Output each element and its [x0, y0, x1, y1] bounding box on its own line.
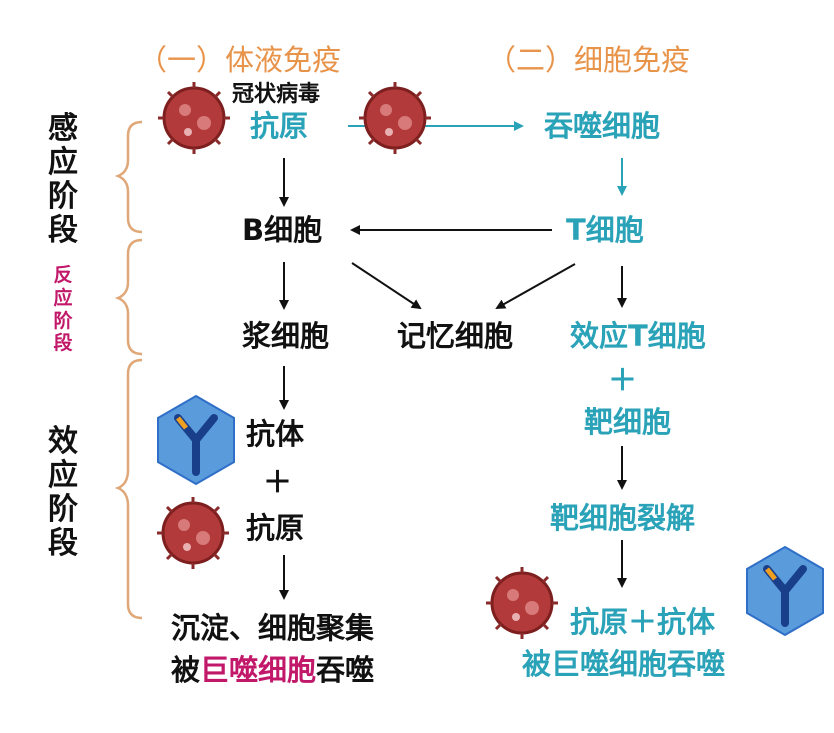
result-line2-macrophage: 巨噬细胞: [200, 653, 317, 687]
node-antibody: 抗体: [246, 417, 305, 451]
node-target-cell: 靶细胞: [584, 405, 672, 439]
node-plus-cellular: ＋: [608, 363, 638, 397]
brace-reaction: [114, 238, 143, 356]
node-b-cell: B细胞: [242, 213, 323, 247]
node-memory-cell: 记忆细胞: [397, 319, 514, 353]
result-line2-prefix: 被: [171, 653, 201, 687]
result-line1: 沉淀、细胞聚集: [171, 611, 375, 645]
antibody-icon: [746, 545, 824, 637]
phase-reaction: 反应阶段: [53, 264, 73, 355]
node-antigen2: 抗原: [246, 511, 305, 545]
virus-icon: [486, 567, 558, 639]
cellular-header: （二）细胞免疫: [487, 43, 691, 77]
node-antigen: 抗原: [250, 109, 309, 143]
antibody-icon: [157, 394, 235, 486]
node-phagocyte: 吞噬细胞: [544, 109, 661, 143]
arrow-t-to-memory: [495, 263, 576, 309]
node-t-cell: T细胞: [566, 213, 644, 247]
virus-icon: [157, 497, 229, 569]
node-effector-t: 效应T细胞: [570, 319, 706, 353]
result-line2: 被巨噬细胞吞噬: [171, 656, 374, 685]
node-antigen-antibody: 抗原＋抗体: [570, 605, 716, 639]
virus-title: 冠状病毒: [232, 82, 321, 107]
virus-icon: [158, 82, 230, 154]
result-line2-suffix: 吞噬: [316, 653, 375, 687]
phase-effect: 效应阶段: [48, 424, 78, 561]
arrow-b-to-memory: [351, 262, 422, 310]
brace-sensing: [114, 120, 143, 234]
virus-icon: [359, 82, 431, 154]
node-engulf: 被巨噬细胞吞噬: [522, 647, 726, 681]
brace-effect: [114, 358, 143, 620]
humoral-header: （一）体液免疫: [138, 43, 342, 77]
node-lysis: 靶细胞裂解: [550, 501, 696, 535]
node-plasma-cell: 浆细胞: [242, 319, 330, 353]
phase-sensing: 感应阶段: [48, 111, 78, 248]
node-plus-humoral: ＋: [263, 465, 293, 499]
